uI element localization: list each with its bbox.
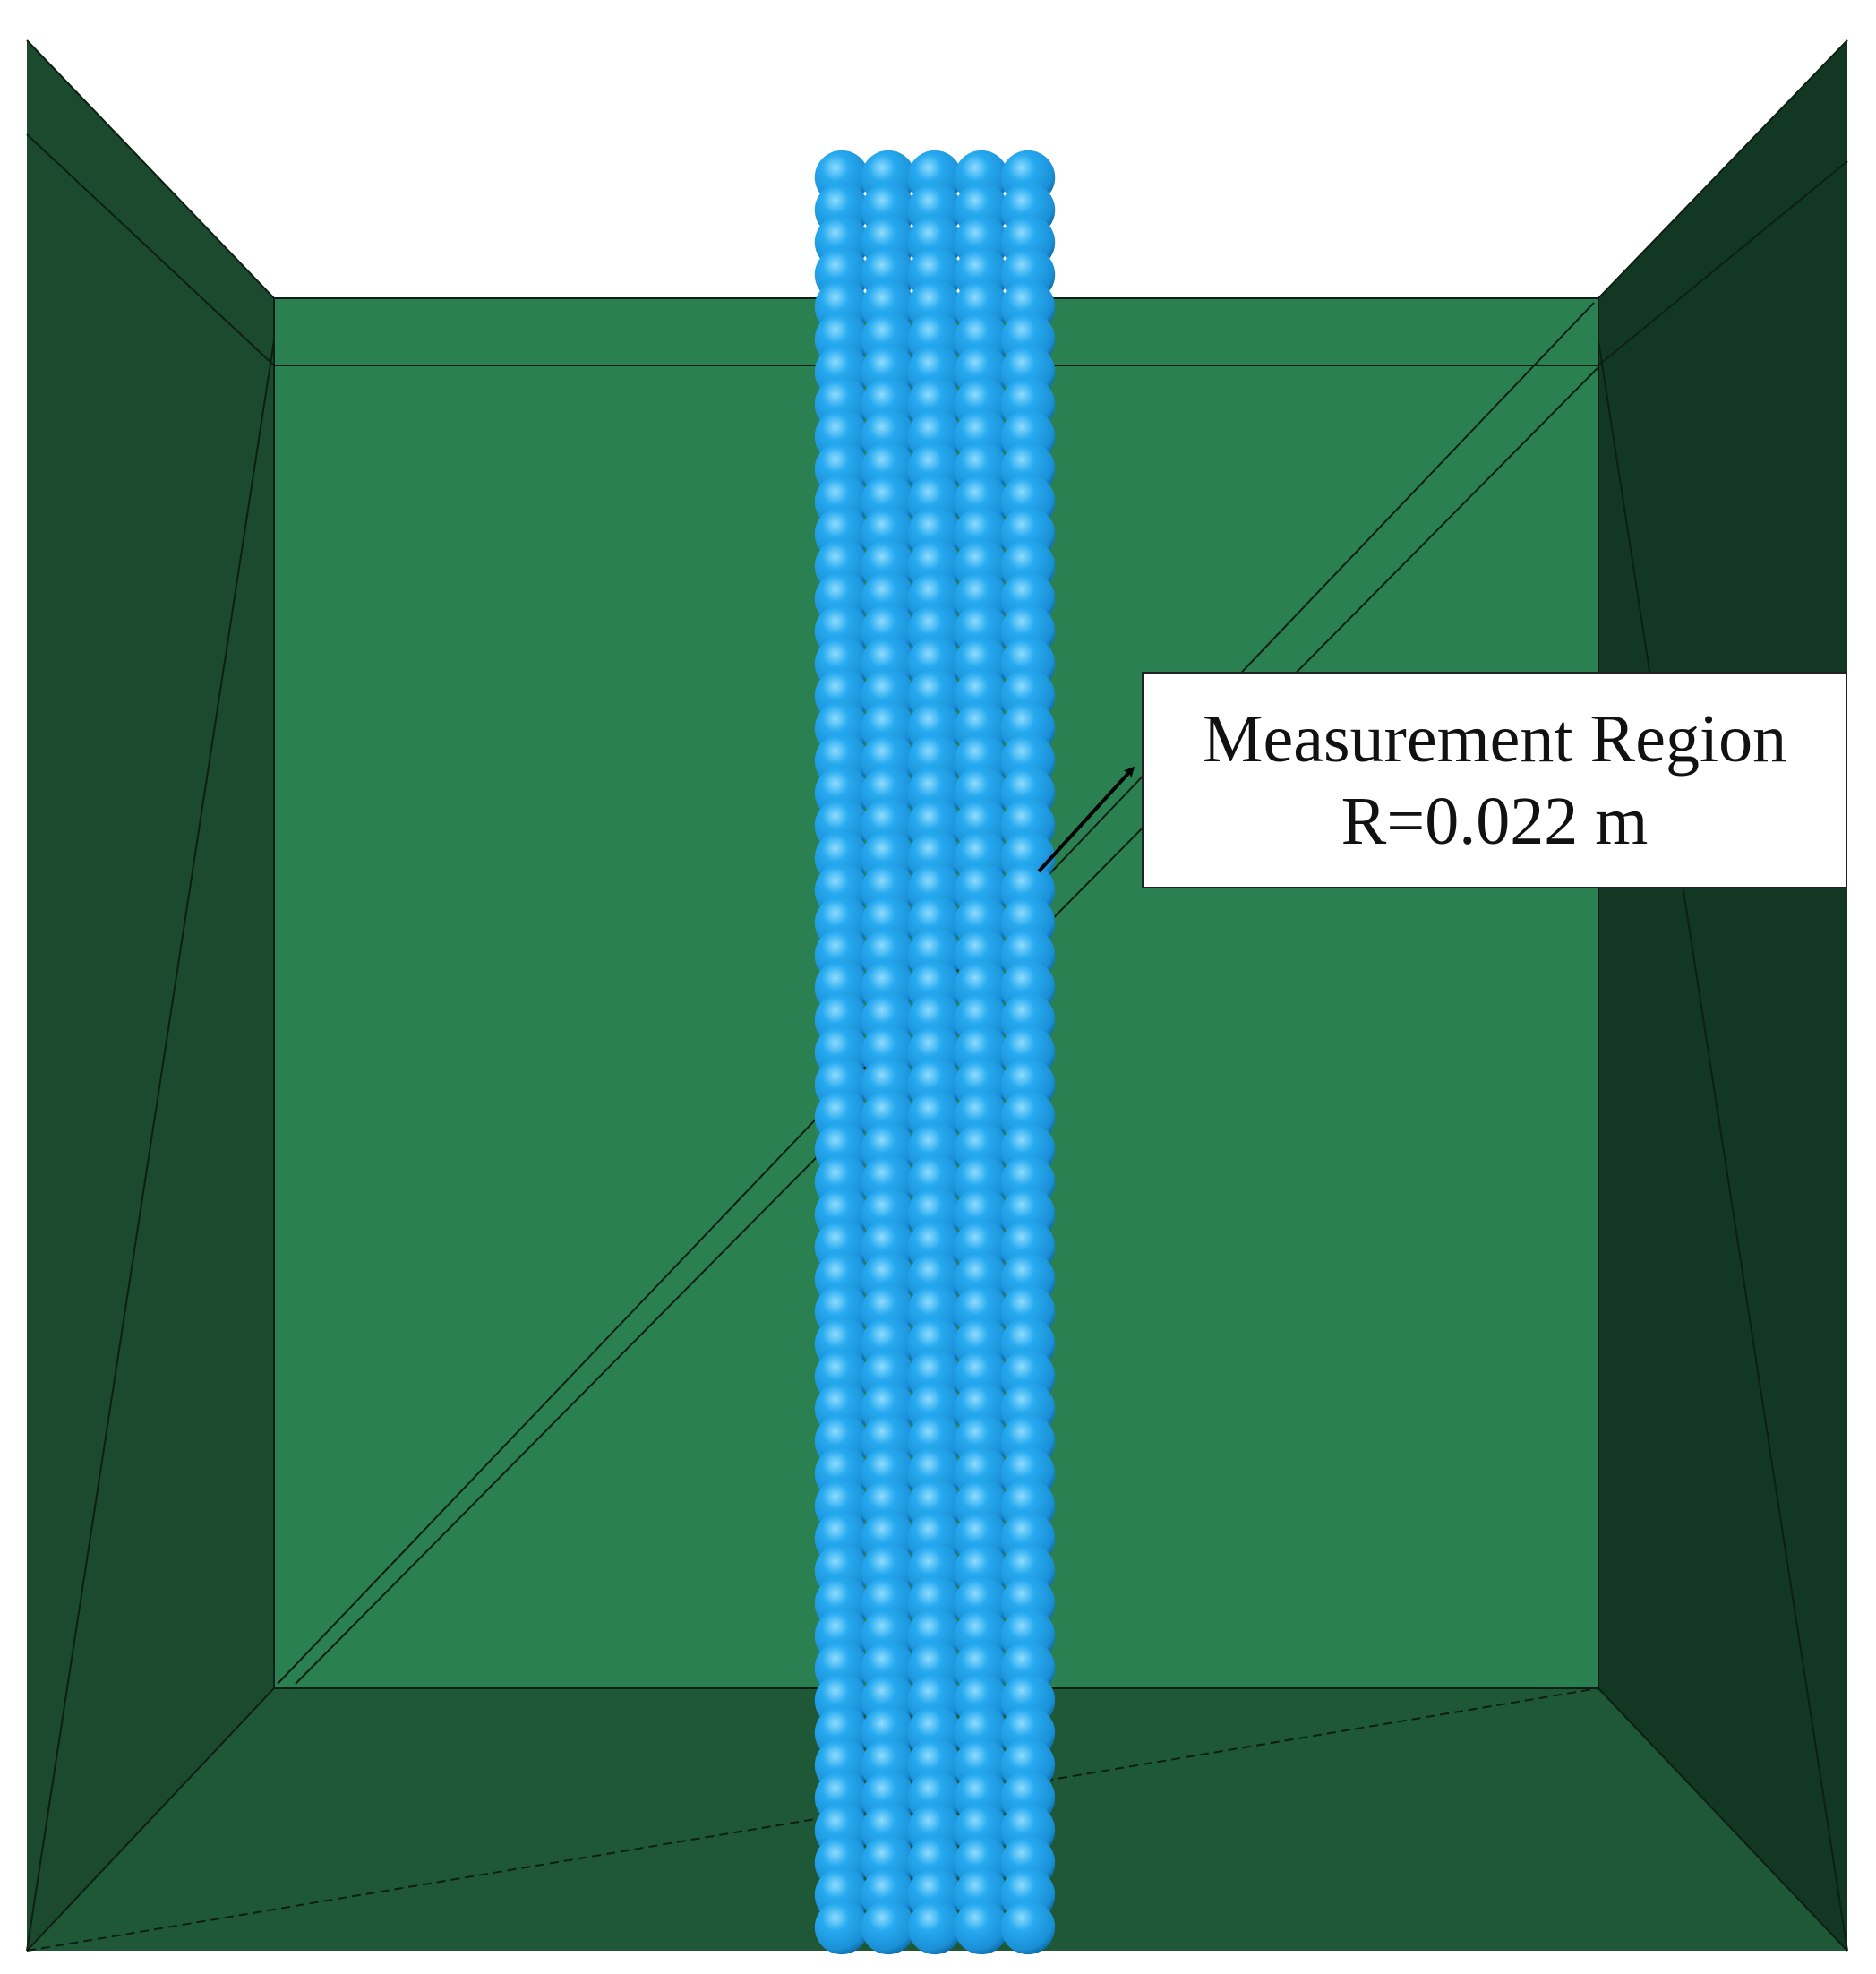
annotation-title: Measurement Region — [1202, 701, 1787, 777]
left-wall — [27, 40, 274, 1951]
annotation-radius: R=0.022 m — [1341, 784, 1649, 859]
mesh-edges — [26, 39, 1848, 1952]
measurement-region-label: Measurement Region R=0.022 m — [1142, 672, 1847, 888]
particle-sphere — [861, 1900, 916, 1955]
right-wall — [1598, 40, 1847, 1951]
particle-column — [814, 150, 1056, 1955]
particle-sphere — [907, 1900, 963, 1955]
particle-sphere — [814, 1900, 869, 1955]
particle-sphere — [1000, 1900, 1056, 1955]
annotation-arrow — [1037, 766, 1135, 873]
particle-sphere — [954, 1900, 1009, 1955]
